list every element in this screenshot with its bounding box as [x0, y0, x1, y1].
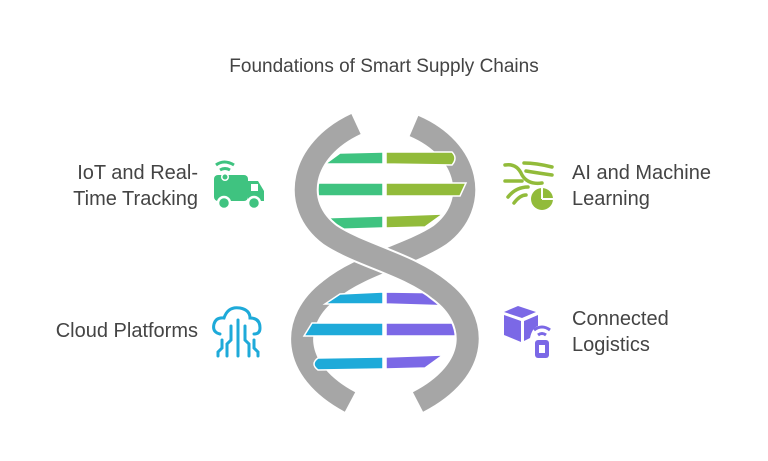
label-ai-ml: AI and Machine Learning [572, 160, 762, 212]
label-line: AI and Machine [572, 162, 711, 184]
rung-olive-1 [385, 151, 456, 166]
rung-blue-1 [322, 291, 384, 305]
label-line: Connected [572, 308, 669, 330]
diagram-title: Foundations of Smart Supply Chains [229, 56, 539, 77]
rung-olive-2 [385, 182, 468, 197]
label-line: Logistics [572, 334, 650, 356]
box-signal-icon [504, 306, 551, 358]
label-line: Learning [572, 188, 650, 210]
label-line: Time Tracking [73, 188, 198, 210]
ai-wind-chart-icon [503, 161, 554, 210]
rung-purple-3 [385, 354, 446, 370]
label-connected-logistics: Connected Logistics [572, 306, 762, 358]
label-line: IoT and Real- [77, 162, 198, 184]
cloud-circuit-icon [212, 306, 262, 358]
rung-olive-3 [385, 213, 446, 229]
truck-wifi-icon [214, 160, 264, 211]
rung-blue-3 [313, 356, 384, 371]
label-iot-tracking: IoT and Real- Time Tracking [20, 160, 198, 212]
rung-blue-2 [302, 322, 384, 337]
label-line: Cloud Platforms [55, 320, 198, 342]
label-cloud-platforms: Cloud Platforms [20, 318, 198, 344]
rung-green-1 [322, 151, 384, 165]
